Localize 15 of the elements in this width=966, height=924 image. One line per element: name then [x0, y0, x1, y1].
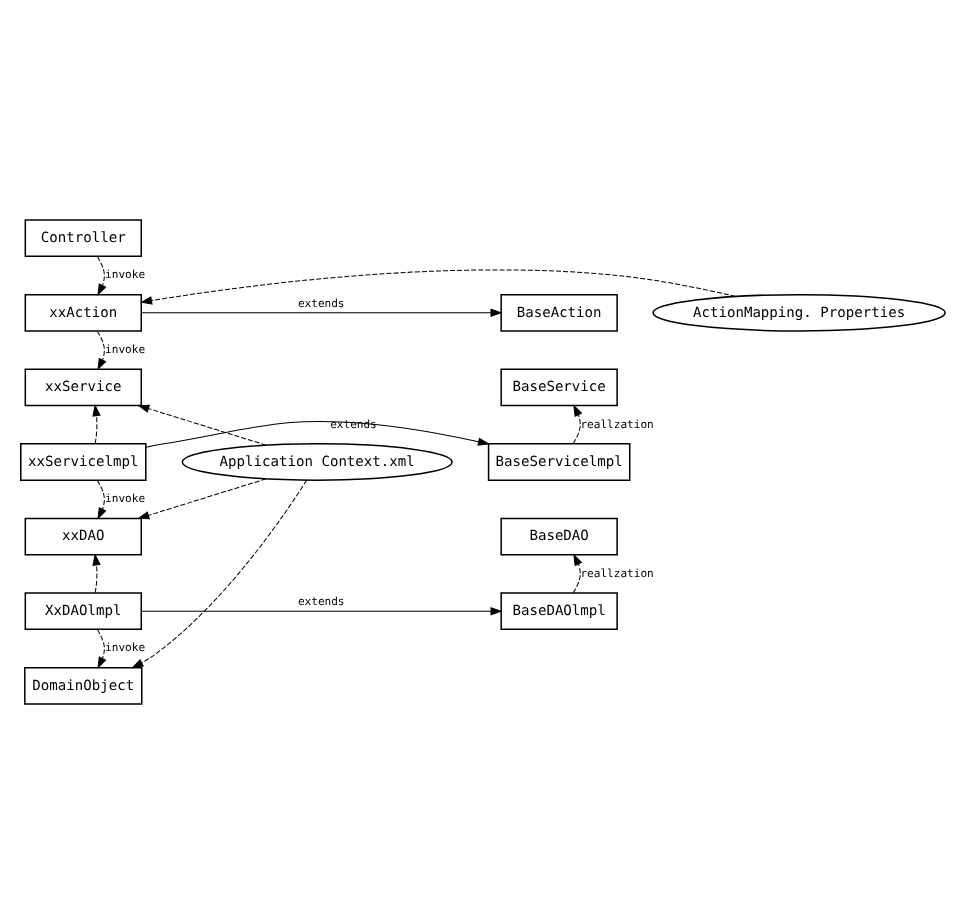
arrow	[96, 629, 107, 669]
arrow	[141, 606, 503, 616]
arrow	[92, 553, 101, 594]
arrow	[141, 308, 503, 318]
arrow	[572, 404, 583, 445]
arrow	[145, 420, 491, 448]
arrow	[131, 479, 308, 669]
arrow	[92, 404, 101, 444]
arrow	[140, 269, 736, 305]
arrow	[137, 404, 267, 446]
arrow	[96, 479, 107, 520]
arrow	[137, 478, 267, 520]
arrow	[572, 553, 583, 594]
arrow	[96, 256, 107, 296]
arrow	[96, 330, 107, 371]
